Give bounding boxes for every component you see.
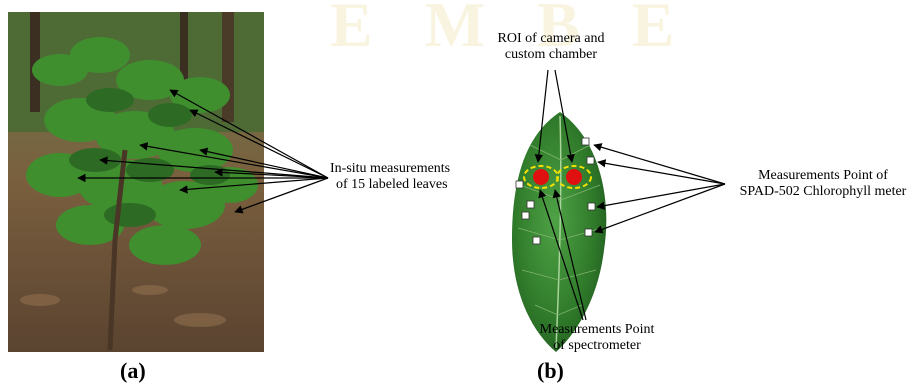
- roi-dot-left: [533, 169, 549, 185]
- annotation-roi: ROI of camera and custom chamber: [487, 31, 615, 63]
- annotation-spad-line1: Measurements Point of: [728, 168, 918, 184]
- annotation-spad-line2: SPAD-502 Chlorophyll meter: [728, 184, 918, 200]
- annotation-insitu-line1: In-situ measurements: [330, 161, 450, 177]
- annotation-insitu: In-situ measurements of 15 labeled leave…: [330, 161, 450, 193]
- annotation-roi-line2: custom chamber: [487, 47, 615, 63]
- roi-dot-right: [566, 169, 582, 185]
- panel-b-label: (b): [537, 358, 564, 384]
- annotation-roi-line1: ROI of camera and: [487, 31, 615, 47]
- annotation-spectrometer-line2: of spectrometer: [527, 338, 667, 354]
- annotation-insitu-line2: of 15 labeled leaves: [330, 177, 450, 193]
- panel-b-leaf: [512, 112, 606, 352]
- annotation-spectrometer-line1: Measurements Point: [527, 322, 667, 338]
- annotation-spad: Measurements Point of SPAD-502 Chlorophy…: [728, 168, 918, 200]
- panel-a-photo: [8, 12, 264, 352]
- annotation-spectrometer: Measurements Point of spectrometer: [527, 322, 667, 354]
- panel-a-label: (a): [120, 358, 146, 384]
